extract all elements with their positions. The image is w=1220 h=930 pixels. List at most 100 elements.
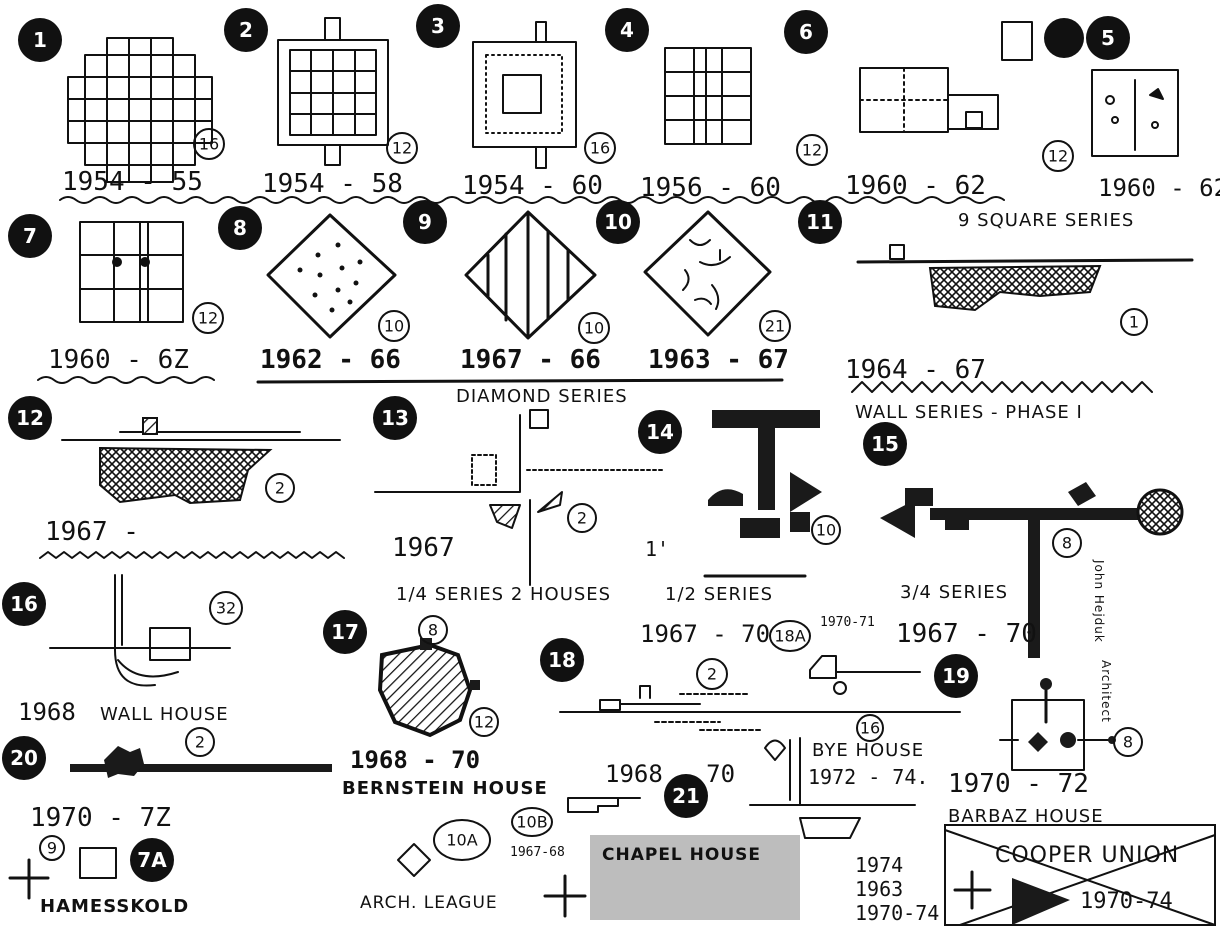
house-7: 7 12 1960 - 6Z [8,214,224,384]
stamp-architect-title: Architect [1099,660,1113,723]
cooper-union-dates: 1970-74 [1080,889,1173,914]
house-16-plan [49,574,231,687]
house-3-plan [472,21,577,169]
house-10-count: 21 [765,317,785,336]
house-13-count: 2 [577,509,587,528]
house-21: 21 1968 - 70 [567,760,735,818]
house-20-dates: 1970 - 7Z [30,803,171,833]
house-1: 1 16 1954 - 55 [18,18,225,197]
house-19-count: 8 [1123,733,1133,752]
house-19-plan [999,678,1116,771]
house-17-count-b: 12 [474,713,494,732]
house-10: 10 21 1963 - 67 [596,200,791,375]
house-18-number: 18 [548,648,576,672]
house-8-count: 10 [384,317,404,336]
plus-icon-3 [953,870,992,910]
house-6-plan [859,67,999,133]
house-9-dates: 1967 - 66 [460,345,601,375]
house-10-dates: 1963 - 67 [648,345,789,375]
house-18a-plan [809,655,921,695]
cooper-union: COOPER UNION 1970-74 [944,824,1216,926]
house-17-count: 8 [428,621,438,640]
hamesskold-name: HAMESSKOLD [40,896,189,917]
house-8-dates: 1962 - 66 [260,345,401,375]
house-4-plan [664,47,752,145]
house-14-number: 14 [646,420,674,444]
house-8-number: 8 [233,216,247,240]
house-20-count: 2 [195,733,205,752]
house-1-plan [67,37,213,183]
house-5-plan [1091,69,1179,157]
house-12-zigzag [39,551,345,559]
house-15-plan [880,482,1184,658]
hamesskold: 9 7A HAMESSKOLD [8,835,189,917]
house-1-dates: 1954 - 55 [62,167,203,197]
house-19-number: 19 [942,664,970,688]
house-14-dates: 1' [645,537,669,561]
chapel-house: 10B 1967-68 CHAPEL HOUSE 1974 1963 1970-… [510,807,939,925]
house-2-count: 12 [392,139,412,158]
house-2-dates: 1954 - 58 [262,169,403,199]
wall-series-zigzag [851,381,1153,393]
house-9: 9 10 1967 - 66 [403,200,610,375]
house-16: 16 32 1968 WALL HOUSE [2,574,243,726]
bye-house-name: BYE HOUSE [812,740,924,761]
house-13-number: 13 [381,406,409,430]
nine-square-divider [59,196,1005,204]
house-9-number: 9 [418,210,432,234]
house-16-dates: 1968 [18,698,76,726]
house-6-number: 6 [799,20,813,44]
chapel-smudge [590,835,800,920]
house-18-count-b: 16 [860,719,880,738]
house-17: 17 8 12 1968 - 70 BERNSTEIN HOUSE [323,610,547,799]
house-4-number: 4 [620,18,634,42]
house-7-count: 12 [198,309,218,328]
nine-square-series-label: 9 SQUARE SERIES [958,210,1134,231]
diamond-series-label: DIAMOND SERIES [456,386,628,407]
house-20-number: 20 [10,746,38,770]
house-12-plan [61,417,341,505]
house-8: 8 10 1962 - 66 [218,206,410,375]
house-18a-number: 18A [774,627,805,646]
arch-league-diamond [397,843,431,877]
plus-icon [8,858,50,900]
house-13: 13 2 1967 1/4 SERIES 2 HOUSES [373,396,663,605]
house-15: 15 8 3/4 SERIES 1967 - 70 [863,422,1184,658]
house-20-plan [70,746,332,778]
house-10-plan [643,210,772,337]
house-18: 18 2 1967 - 70 18A 1970-71 16 [540,615,961,742]
wall-series-label: WALL SERIES - PHASE I [855,402,1083,423]
house-3-number: 3 [431,14,445,38]
house-5-number: 5 [1101,26,1115,50]
house-14-count: 10 [816,521,836,540]
house-2-plan [277,17,389,166]
house-21-dates: 1968 - 70 [605,760,735,788]
house-5-small-square [1001,21,1033,61]
house-5: 5 1960 - 62 [1001,16,1220,202]
house-12-count: 2 [275,479,285,498]
house-3-count: 16 [590,139,610,158]
house-3: 3 16 1954 - 60 [416,4,616,201]
house-10b-plan [567,797,641,813]
house-11-count: 1 [1129,313,1139,332]
house-15-count: 8 [1062,534,1072,553]
house-7-underline [37,376,215,384]
bye-house-dates: 1972 - 74. [808,765,928,789]
dates-1970-74: 1970-74 [855,901,939,925]
house-4-dates: 1956 - 60 [640,173,781,203]
house-15-dates: 1967 - 70 [896,619,1037,649]
house-15-number: 15 [871,432,899,456]
house-7-dates: 1960 - 6Z [48,345,189,375]
house-18-plan [559,685,961,731]
barbaz-house-name: BARBAZ HOUSE [948,806,1104,827]
house-14-plan [708,410,822,538]
house-4-count: 12 [802,141,822,160]
chapel-house-name: CHAPEL HOUSE [602,845,761,865]
house-19-dates: 1970 - 72 [948,769,1089,799]
house-5-dates: 1960 - 62 [1098,174,1220,202]
house-10b-dates: 1967-68 [510,845,565,860]
house-14: 14 10 1' 1/2 SERIES [638,410,841,605]
house-11-plan [856,244,1194,312]
house-2-number: 2 [239,18,253,42]
house-12-number: 12 [16,406,44,430]
